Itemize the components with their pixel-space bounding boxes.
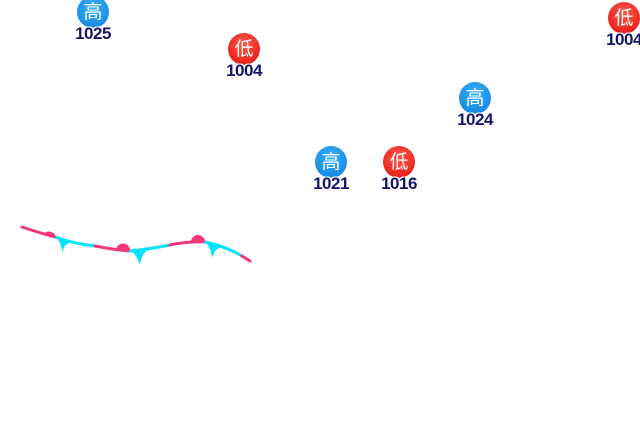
front-warm-segment bbox=[168, 240, 207, 247]
warm-front-semicircle bbox=[191, 235, 205, 242]
warm-front-semicircle bbox=[116, 243, 131, 251]
pressure-center-low[interactable]: 低 1004 bbox=[599, 2, 640, 50]
pressure-center-high[interactable]: 高 1021 bbox=[306, 146, 356, 194]
low-pressure-icon: 低 bbox=[383, 146, 415, 178]
front-cold-segment bbox=[128, 243, 172, 253]
pressure-value: 1024 bbox=[457, 110, 493, 129]
warm-front-semicircle bbox=[43, 231, 56, 238]
pressure-value: 1025 bbox=[75, 24, 111, 43]
pressure-center-low[interactable]: 低 1004 bbox=[219, 33, 269, 81]
high-pressure-icon: 高 bbox=[315, 146, 347, 178]
pressure-center-low[interactable]: 低 1016 bbox=[374, 146, 424, 194]
low-pressure-icon: 低 bbox=[228, 33, 260, 65]
pressure-value: 1004 bbox=[606, 30, 640, 49]
high-pressure-icon: 高 bbox=[459, 82, 491, 114]
cold-front-triangle bbox=[131, 250, 148, 265]
pressure-value: 1016 bbox=[381, 174, 417, 193]
pressure-value: 1021 bbox=[313, 174, 349, 193]
low-pressure-icon: 低 bbox=[608, 2, 640, 34]
high-pressure-icon: 高 bbox=[77, 0, 109, 28]
cold-front-triangle bbox=[57, 237, 72, 253]
cold-front-triangle bbox=[206, 242, 222, 258]
front-warm-segment bbox=[240, 254, 252, 263]
pressure-value: 1004 bbox=[226, 61, 262, 80]
pressure-center-high[interactable]: 高 1024 bbox=[450, 82, 500, 130]
pressure-center-high[interactable]: 高 1025 bbox=[68, 0, 118, 44]
